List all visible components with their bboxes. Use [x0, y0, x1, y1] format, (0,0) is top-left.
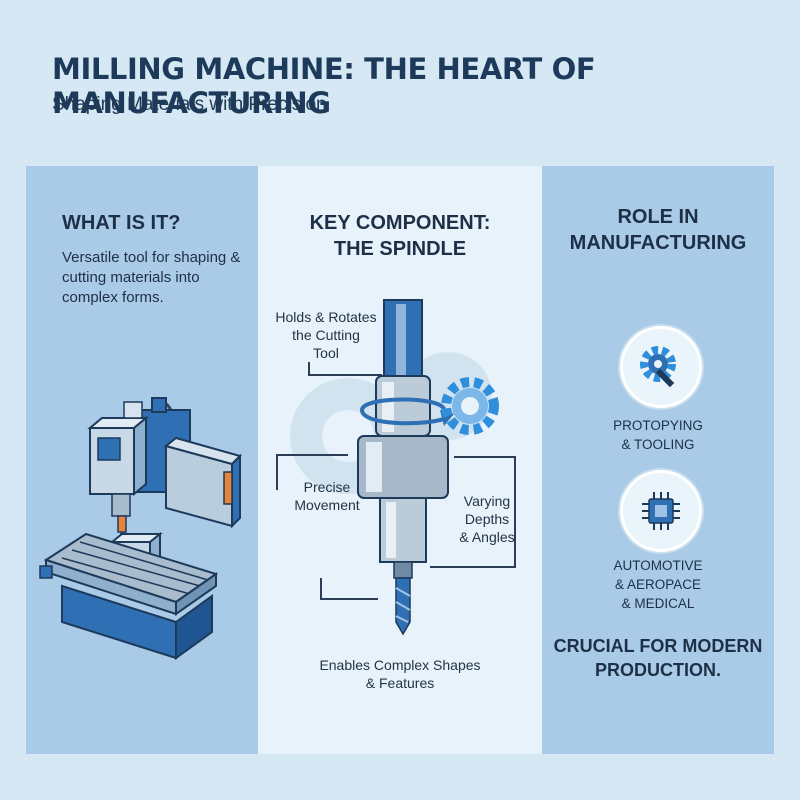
automotive-caption: AUTOMOTIVE & AEROPACE & MEDICAL — [542, 556, 774, 613]
gear-icon — [441, 377, 499, 435]
closing-line2: PRODUCTION. — [595, 660, 721, 680]
callout-line-left-v — [276, 454, 278, 490]
page-title: MILLING MACHINE: THE HEART OF MANUFACTUR… — [52, 52, 596, 120]
callout-line-bottom-h — [320, 598, 378, 600]
callout-line-bottom-v — [320, 578, 322, 600]
label-holds-rotates-line1: Holds & Rotates — [275, 309, 377, 325]
milling-machine-illustration — [39, 397, 242, 660]
callout-line-right-top-h — [454, 456, 516, 458]
role-heading-line1: ROLE IN — [617, 206, 699, 228]
callout-line-top-h — [308, 374, 382, 376]
label-complex-shapes-line1: Enables Complex Shapes — [319, 657, 481, 673]
prototyping-caption-line2: & TOOLING — [621, 437, 695, 452]
role-heading: ROLE IN MANUFACTURING — [542, 204, 774, 256]
automotive-caption-line2: & AEROPACE — [614, 577, 702, 592]
closing-statement: CRUCIAL FOR MODERN PRODUCTION. — [542, 634, 774, 682]
prototyping-icon-circle — [620, 326, 702, 408]
gear-wrench-icon — [640, 346, 676, 388]
what-is-it-description: Versatile tool for shaping & cutting mat… — [62, 249, 241, 306]
prototyping-caption-line1: PROTOPYING — [613, 418, 703, 433]
what-is-it-heading: WHAT IS IT? — [62, 212, 181, 234]
callout-line-right-v — [514, 456, 516, 568]
label-holds-rotates-line2: the Cutting — [292, 327, 360, 343]
label-precise-movement-line2: Movement — [294, 497, 360, 513]
callout-line-top-v — [308, 362, 310, 376]
automotive-caption-line3: & MEDICAL — [621, 596, 695, 611]
microchip-icon — [642, 492, 680, 530]
label-holds-rotates-line3: Tool — [313, 345, 339, 361]
callout-line-right-bottom-h — [430, 566, 516, 568]
closing-line1: CRUCIAL FOR MODERN — [553, 636, 763, 656]
what-is-it-panel: WHAT IS IT? Versatile tool for shaping &… — [26, 166, 258, 754]
label-holds-rotates: Holds & Rotates the Cutting Tool — [266, 308, 386, 362]
label-complex-shapes: Enables Complex Shapes & Features — [258, 656, 542, 692]
automotive-icon-circle — [620, 470, 702, 552]
label-varying-depths-line1: Varying — [463, 493, 511, 509]
spindle-illustration — [290, 299, 499, 636]
role-panel: ROLE IN MANUFACTURING PROTOPYING & TOOLI… — [542, 166, 774, 754]
label-precise-movement: Precise Movement — [282, 478, 372, 514]
prototyping-caption: PROTOPYING & TOOLING — [542, 416, 774, 454]
automotive-caption-line1: AUTOMOTIVE — [613, 558, 703, 573]
label-varying-depths-line3: & Angles — [459, 529, 515, 545]
callout-line-left-h — [276, 454, 348, 456]
spindle-heading: KEY COMPONENT: THE SPINDLE — [258, 210, 542, 262]
spindle-heading-line2: THE SPINDLE — [333, 238, 467, 260]
spindle-panel: KEY COMPONENT: THE SPINDLE — [258, 166, 542, 754]
spindle-heading-line1: KEY COMPONENT: — [309, 212, 491, 234]
page-subtitle: Shaping Materials with Precision — [52, 94, 327, 115]
label-varying-depths-line2: Depths — [464, 511, 510, 527]
label-precise-movement-line1: Precise — [303, 479, 351, 495]
label-complex-shapes-line2: & Features — [365, 675, 435, 691]
label-varying-depths: Varying Depths & Angles — [452, 492, 522, 546]
role-heading-line2: MANUFACTURING — [569, 232, 747, 254]
